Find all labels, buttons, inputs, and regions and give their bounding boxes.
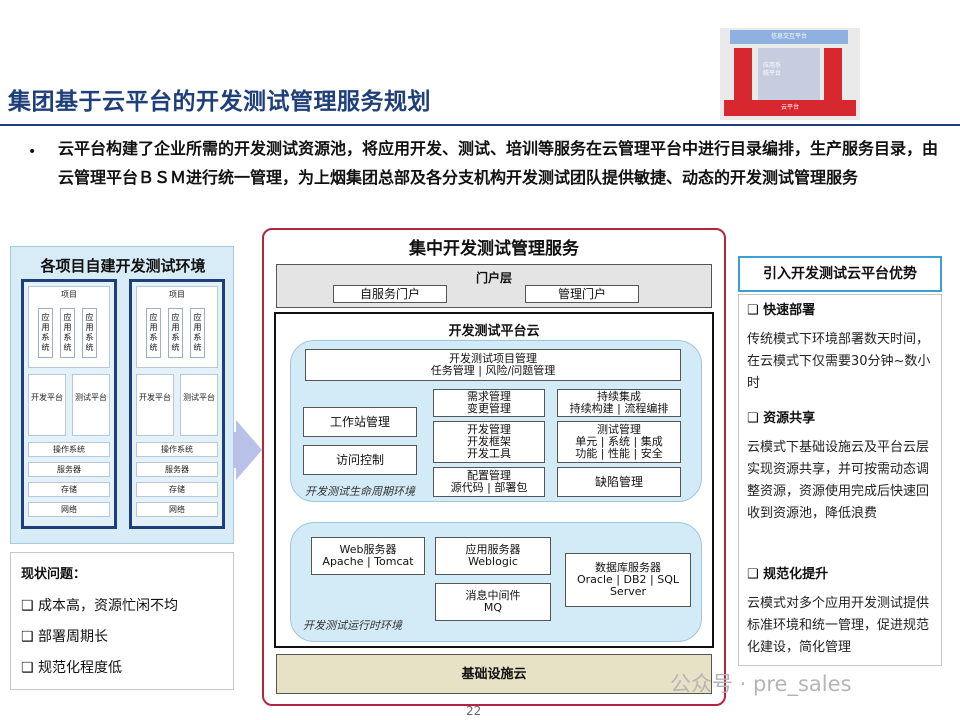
network-box: 网络 <box>136 502 218 517</box>
advantages-heading: 引入开发测试云平台优势 <box>738 256 942 292</box>
development-mgmt-sub: 开发工具 <box>467 448 511 460</box>
defect-mgmt-box: 缺陷管理 <box>557 467 681 497</box>
problem-item: ❑ 规范化程度低 <box>21 657 122 677</box>
server-box: 服务器 <box>136 462 218 477</box>
workstation-mgmt-box: 工作站管理 <box>303 407 417 437</box>
app-system-box: 应用系统 <box>38 308 53 358</box>
intro-text: 云平台构建了企业所需的开发测试资源池，将应用开发、测试、培训等服务在云管理平台中… <box>58 134 938 192</box>
runtime-environment: Web服务器 Apache | Tomcat 应用服务器 Weblogic 消息… <box>290 522 702 642</box>
watermark-text: 公众号 · pre_sales <box>670 668 851 698</box>
lifecycle-env-label: 开发测试生命周期环境 <box>305 483 415 499</box>
header-logo: 信息交互平台 应用系统平台 云平台 <box>720 28 860 120</box>
access-control-box: 访问控制 <box>303 445 417 475</box>
platform-cloud-title: 开发测试平台云 <box>276 320 712 339</box>
management-portal: 管理门户 <box>525 285 639 303</box>
storage-box: 存储 <box>136 482 218 497</box>
continuous-integration-box: 持续集成 持续构建 | 流程编排 <box>557 389 681 417</box>
dev-platform-box: 开发平台 <box>136 374 174 436</box>
app-system-box: 应用系统 <box>82 308 97 358</box>
runtime-env-label: 开发测试运行时环境 <box>303 617 402 633</box>
os-box: 操作系统 <box>28 442 110 457</box>
advantages-box: ❑ 快速部署 传统模式下环境部署数天时间，在云模式下仅需要30分钟~数小时 ❑ … <box>738 294 942 666</box>
mq-sub: MQ <box>484 602 502 614</box>
problem-item: ❑ 成本高，资源忙闲不均 <box>21 595 178 615</box>
project-label: 项目 <box>137 289 217 300</box>
app-system-box: 应用系统 <box>146 308 161 358</box>
development-mgmt-box: 开发管理 开发框架 开发工具 <box>433 421 545 463</box>
right-arrow-icon <box>236 420 262 480</box>
portal-layer-label: 门户层 <box>277 269 711 286</box>
requirement-mgmt-sub: 变更管理 <box>467 403 511 415</box>
web-server-box: Web服务器 Apache | Tomcat <box>311 537 425 575</box>
app-system-box: 应用系统 <box>190 308 205 358</box>
dev-platform-box: 开发平台 <box>28 374 66 436</box>
advantage-heading: ❑ 规范化提升 <box>747 563 828 582</box>
problems-title: 现状问题： <box>21 563 86 582</box>
logo-column <box>734 48 752 100</box>
app-system-box: 应用系统 <box>60 308 75 358</box>
advantage-heading: ❑ 资源共享 <box>747 407 815 426</box>
test-mgmt-box: 测试管理 单元 | 系统 | 集成 功能 | 性能 | 安全 <box>557 421 681 463</box>
project-block: 项目 应用系统 应用系统 应用系统 开发平台 测试平台 操作系统 服务器 存储 … <box>129 279 225 529</box>
infrastructure-cloud: 基础设施云 <box>276 654 712 694</box>
logo-mid-label: 应用系统平台 <box>762 48 782 78</box>
logo-middle: 应用系统平台 <box>758 48 820 100</box>
advantage-text: 云模式对多个应用开发测试提供标准环境和统一管理，促进规范化建设，简化管理 <box>747 593 935 659</box>
logo-column <box>824 48 842 100</box>
bullet-icon: • <box>28 144 36 160</box>
current-problems-box: 现状问题： ❑ 成本高，资源忙闲不均 ❑ 部署周期长 ❑ 规范化程度低 <box>10 552 234 690</box>
lifecycle-environment: 开发测试项目管理 任务管理 | 风险/问题管理 工作站管理 访问控制 需求管理 … <box>290 340 702 502</box>
dev-test-platform-cloud: 开发测试平台云 开发测试项目管理 任务管理 | 风险/问题管理 工作站管理 访问… <box>274 312 714 648</box>
storage-box: 存储 <box>28 482 110 497</box>
project-label: 项目 <box>29 289 109 300</box>
logo-base-label: 云平台 <box>724 100 856 116</box>
self-built-env-title: 各项目自建开发测试环境 <box>11 255 235 276</box>
title-divider <box>0 124 960 126</box>
advantage-text: 云模式下基础设施云及平台云层实现资源共享，并可按需动态调整资源，资源使用完成后快… <box>747 437 935 525</box>
test-platform-box: 测试平台 <box>180 374 218 436</box>
app-server-sub: Weblogic <box>468 556 518 568</box>
app-server-box: 应用服务器 Weblogic <box>435 537 551 575</box>
project-management-sub: 任务管理 | 风险/问题管理 <box>431 365 555 377</box>
app-system-box: 应用系统 <box>168 308 183 358</box>
message-middleware-box: 消息中间件 MQ <box>435 583 551 621</box>
central-service-title: 集中开发测试管理服务 <box>264 234 724 259</box>
page-title: 集团基于云平台的开发测试管理服务规划 <box>8 82 431 116</box>
requirement-mgmt-box: 需求管理 变更管理 <box>433 389 545 417</box>
server-box: 服务器 <box>28 462 110 477</box>
advantage-text: 传统模式下环境部署数天时间，在云模式下仅需要30分钟~数小时 <box>747 329 935 395</box>
project-block: 项目 应用系统 应用系统 应用系统 开发平台 测试平台 操作系统 服务器 存储 … <box>21 279 117 529</box>
ci-sub: 持续构建 | 流程编排 <box>570 403 669 415</box>
problem-item: ❑ 部署周期长 <box>21 626 108 646</box>
project-management-box: 开发测试项目管理 任务管理 | 风险/问题管理 <box>305 349 681 381</box>
config-mgmt-box: 配置管理 源代码 | 部署包 <box>433 467 545 497</box>
self-service-portal: 自服务门户 <box>333 285 447 303</box>
config-mgmt-sub: 源代码 | 部署包 <box>451 482 528 494</box>
logo-top-label: 信息交互平台 <box>730 30 848 44</box>
portal-layer: 门户层 自服务门户 管理门户 <box>276 264 712 308</box>
network-box: 网络 <box>28 502 110 517</box>
db-server-sub: Oracle | DB2 | SQL Server <box>566 574 690 598</box>
web-server-sub: Apache | Tomcat <box>322 556 413 568</box>
advantage-heading: ❑ 快速部署 <box>747 299 815 318</box>
self-built-env-panel: 各项目自建开发测试环境 项目 应用系统 应用系统 应用系统 开发平台 测试平台 … <box>10 246 234 544</box>
os-box: 操作系统 <box>136 442 218 457</box>
test-platform-box: 测试平台 <box>72 374 110 436</box>
central-service-panel: 集中开发测试管理服务 门户层 自服务门户 管理门户 开发测试平台云 开发测试项目… <box>262 228 726 706</box>
page-number: 22 <box>466 704 481 718</box>
db-server-box: 数据库服务器 Oracle | DB2 | SQL Server <box>565 553 691 607</box>
test-mgmt-sub: 功能 | 性能 | 安全 <box>575 448 662 460</box>
